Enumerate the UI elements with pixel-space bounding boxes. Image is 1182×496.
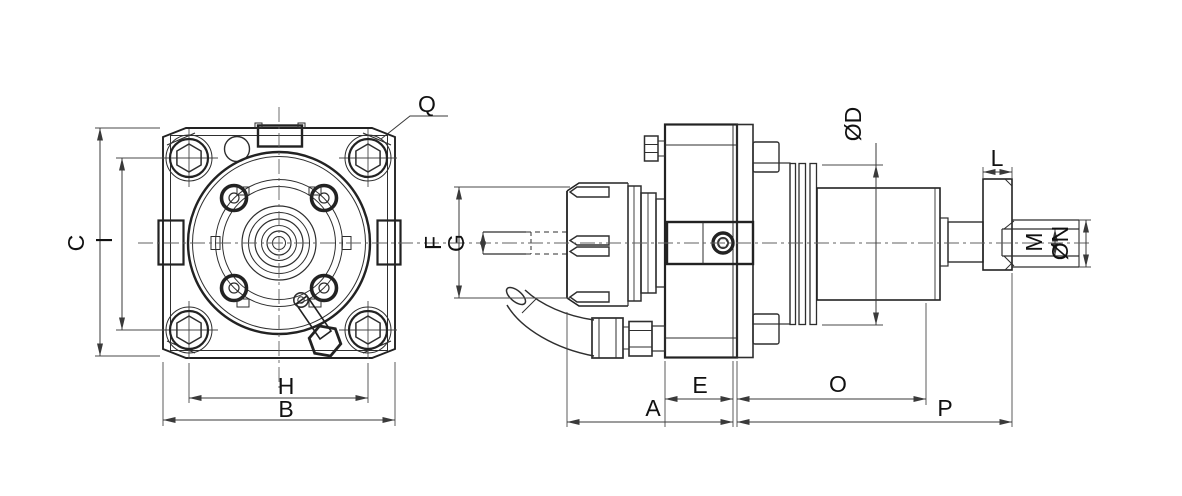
dim-label-q: Q <box>418 91 436 117</box>
dim-label-e: E <box>692 372 707 398</box>
dim-label-h: H <box>278 373 295 399</box>
flange-side <box>663 123 739 359</box>
hex-screw <box>643 135 666 162</box>
rear-cylinder <box>816 187 941 301</box>
back-plate <box>736 123 791 359</box>
grooved-rings <box>789 162 818 326</box>
socket-screws <box>219 183 339 303</box>
dim-label-l: L <box>991 145 1004 171</box>
corner-chamfers <box>166 132 392 354</box>
right-side-key <box>376 219 402 266</box>
flange-outline <box>162 127 396 359</box>
front-view <box>138 107 420 388</box>
locking-pin <box>292 291 343 358</box>
dim-label-f: F <box>420 236 446 250</box>
dim-label-a: A <box>645 395 661 421</box>
side-view <box>424 123 1093 359</box>
bolt-top-right <box>339 129 397 187</box>
dim-label-d: ØD <box>840 107 866 142</box>
left-side-key <box>157 219 185 266</box>
dim-label-m: M <box>1021 232 1047 251</box>
dim-label-b: B <box>278 396 293 422</box>
shaft-end <box>939 178 1080 271</box>
coolant-hose <box>505 286 595 357</box>
bolt-top-left <box>160 129 218 187</box>
dim-label-c: C <box>63 235 89 252</box>
bolt-bottom-left <box>160 301 218 359</box>
corner-bolts <box>160 129 397 359</box>
top-key <box>254 122 306 148</box>
dim-label-p: P <box>937 395 952 421</box>
dim-label-g: G <box>443 234 469 252</box>
front-centerlines <box>138 107 420 388</box>
dim-label-i: I <box>91 237 117 243</box>
dim-label-o: O <box>829 371 847 397</box>
dim-label-n: ØN <box>1047 226 1073 261</box>
spacer-rings <box>627 185 666 302</box>
bolt-bottom-right <box>339 301 397 359</box>
dimension-annotations: C I H B Q F G ØD L M <box>63 91 1091 427</box>
collet-nut <box>566 182 629 307</box>
coolant-fitting <box>591 317 666 359</box>
